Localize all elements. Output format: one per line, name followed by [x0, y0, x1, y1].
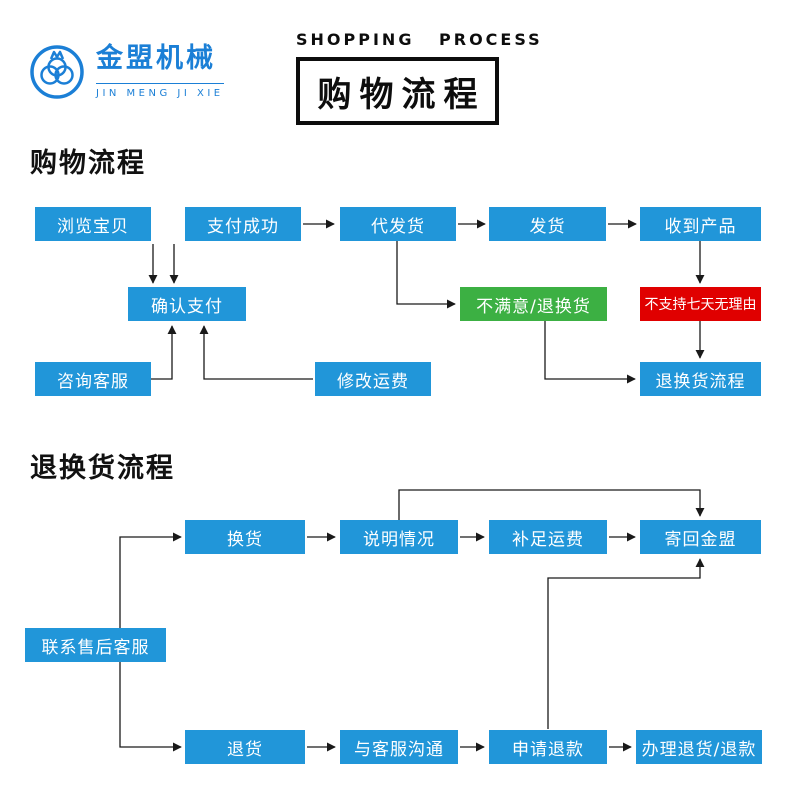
banner-chinese-title: 购物流程: [317, 74, 486, 115]
section1-heading: 购物流程: [30, 148, 146, 179]
node-explain: 说明情况: [340, 520, 458, 554]
node-receive: 收到产品: [640, 207, 761, 241]
arrow-contact-returngoods: [119, 662, 182, 752]
arrow-modifyfreight-confirmpay: [199, 325, 313, 380]
arrow-unsatisfied-returnprocess: [544, 321, 636, 384]
title-banner: SHOPPING PROCESS 购物流程: [296, 30, 543, 125]
arrow-applyrefund-sendback: [547, 558, 705, 729]
node-modify-freight: 修改运费: [315, 362, 431, 396]
node-return-goods: 退货: [185, 730, 305, 764]
arrow-consult-confirmpay: [151, 325, 177, 380]
brand-name: 金盟机械: [96, 43, 216, 75]
arrow-explain-sendback-top: [398, 489, 705, 520]
node-send-back: 寄回金盟: [640, 520, 761, 554]
node-apply-refund: 申请退款: [489, 730, 607, 764]
node-communicate: 与客服沟通: [340, 730, 458, 764]
node-consult: 咨询客服: [35, 362, 151, 396]
node-ship: 发货: [489, 207, 606, 241]
brand-subtitle: JIN MENG JI XIE: [96, 82, 224, 99]
brand-logo-icon: [30, 45, 84, 99]
node-return-process: 退换货流程: [640, 362, 761, 396]
node-no-seven-day: 不支持七天无理由: [640, 287, 761, 321]
node-browse: 浏览宝贝: [35, 207, 151, 241]
node-pay-success: 支付成功: [185, 207, 301, 241]
node-pay-freight: 补足运费: [489, 520, 607, 554]
arrow-consign-unsatisfied: [396, 241, 456, 309]
arrow-contact-exchange: [119, 532, 182, 628]
node-process-refund: 办理退货/退款: [636, 730, 762, 764]
banner-box: 购物流程: [296, 57, 499, 125]
node-exchange: 换货: [185, 520, 305, 554]
node-contact-service: 联系售后客服: [25, 628, 166, 662]
node-consign: 代发货: [340, 207, 456, 241]
banner-english-title: SHOPPING PROCESS: [296, 30, 543, 49]
brand-logo: 金盟机械 JIN MENG JI XIE: [28, 42, 224, 100]
section2-heading: 退换货流程: [30, 453, 175, 484]
node-unsatisfied: 不满意/退换货: [460, 287, 607, 321]
node-confirm-pay: 确认支付: [128, 287, 246, 321]
